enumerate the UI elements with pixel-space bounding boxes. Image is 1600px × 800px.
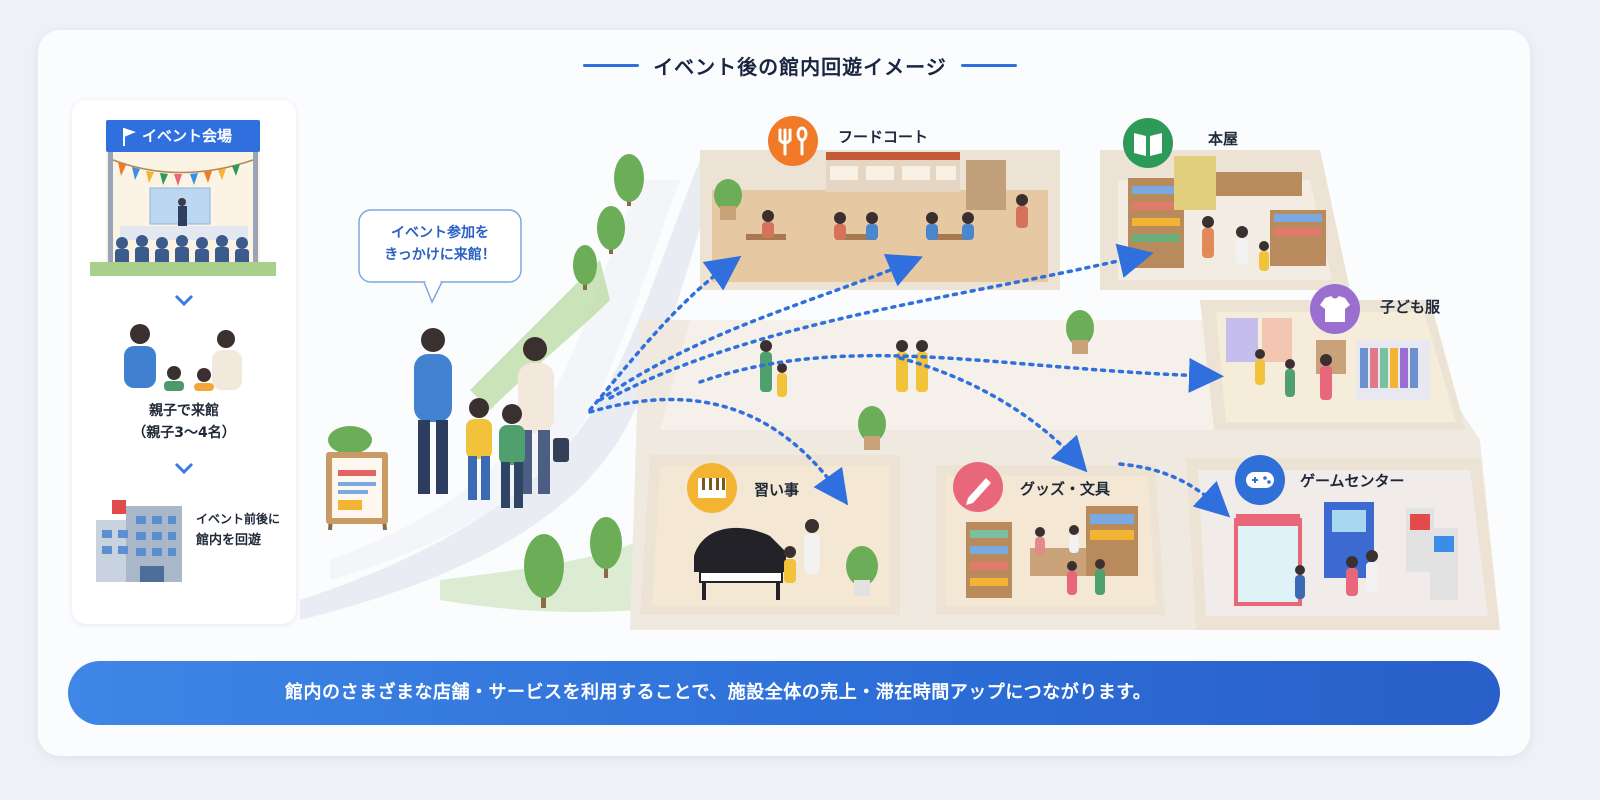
- speech-bubble: [358, 209, 522, 304]
- store-label-lessons: 習い事: [754, 481, 800, 499]
- step3-line2: 館内を回遊: [196, 533, 262, 548]
- venue-illustration: [90, 120, 276, 276]
- step3-line1: イベント前後に: [196, 512, 281, 526]
- tshirt-icon: [1320, 296, 1350, 322]
- chevron-down-icon: [174, 294, 194, 307]
- trees: [524, 154, 644, 608]
- title-line-right: [960, 63, 1017, 67]
- bubble-line1: イベント参加を: [391, 225, 489, 241]
- goods-icon-group: [953, 462, 1003, 512]
- store-label-goods: グッズ・文具: [1020, 480, 1111, 498]
- venue-label: イベント会場: [142, 127, 233, 145]
- flow-arrows: [588, 243, 1231, 518]
- title-row: イベント後の館内回遊イメージ: [0, 40, 1600, 90]
- store-label-food-court: フードコート: [838, 128, 929, 146]
- store-label-kids-clothes: 子ども服: [1380, 298, 1441, 316]
- lessons-icon-group: [687, 463, 737, 513]
- piano-keys-icon: [698, 478, 726, 498]
- game-center-icon-group: [1235, 455, 1285, 505]
- food-court-icon-group: [768, 116, 818, 166]
- pencil-icon: [966, 478, 991, 505]
- store-label-bookstore: 本屋: [1208, 130, 1239, 148]
- page-title: イベント後の館内回遊イメージ: [653, 54, 947, 79]
- flag-icon: [123, 128, 136, 146]
- bubble-line2: きっかけに来館！: [384, 247, 496, 263]
- step2-line2: （親子3〜4名）: [132, 425, 236, 441]
- chevron-down-icon: [174, 462, 194, 475]
- step2-line1: 親子で来館: [149, 403, 219, 419]
- mall-floor: [630, 150, 1500, 630]
- summary-banner: [68, 661, 1500, 725]
- title-line-left: [583, 63, 640, 67]
- walking-family: [414, 328, 569, 508]
- building-illustration: [96, 500, 182, 582]
- event-sign-board: [326, 426, 388, 531]
- book-icon: [1134, 133, 1162, 156]
- gamepad-icon: [1246, 472, 1274, 488]
- store-label-game-center: ゲームセンター: [1300, 472, 1405, 490]
- fork-spoon-icon: [778, 126, 808, 156]
- banner-text: 館内のさまざまな店舗・サービスを利用することで、施設全体の売上・滞在時間アップに…: [285, 682, 1152, 703]
- bookstore-icon-group: [1123, 118, 1173, 168]
- kids-clothes-icon-group: [1310, 284, 1360, 334]
- family-illustration: [124, 324, 242, 391]
